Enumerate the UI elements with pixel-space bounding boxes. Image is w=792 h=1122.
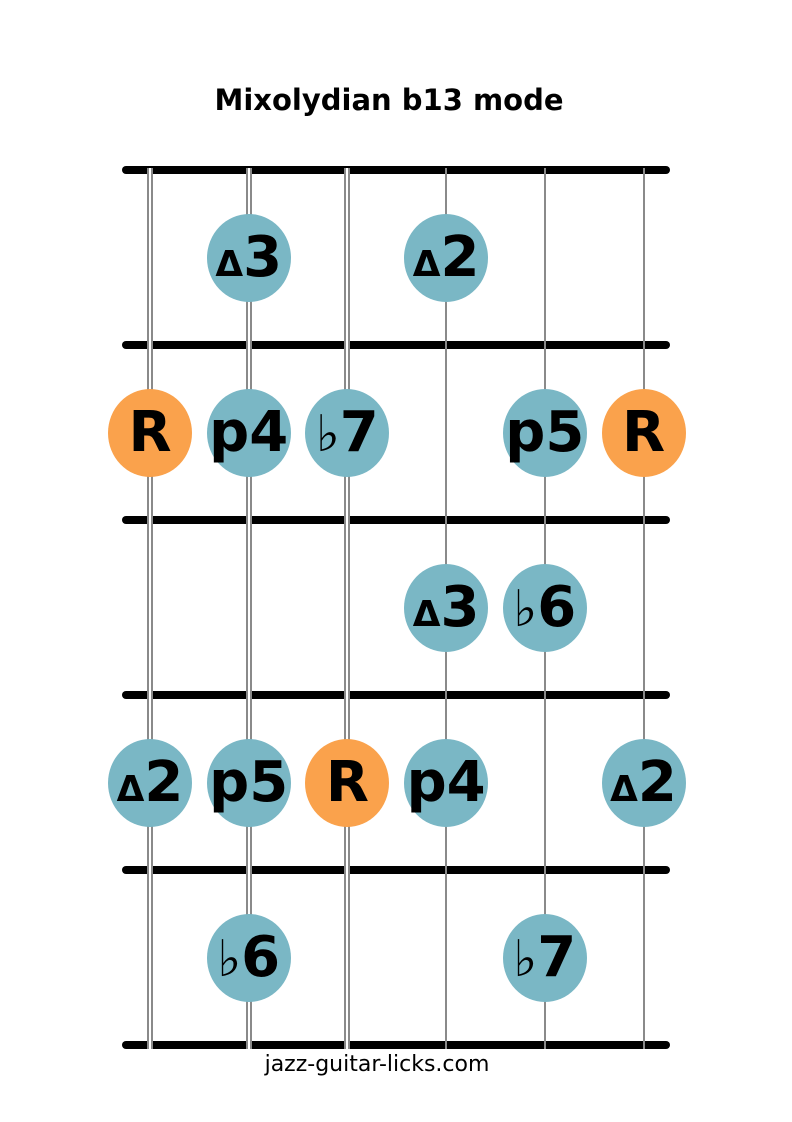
note-maj3-string2-fret1: Δ3 [206, 213, 291, 302]
note-degree: 3 [243, 224, 283, 290]
flat-accidental: ♭ [217, 928, 242, 988]
note-label: ♭7 [316, 403, 379, 463]
note-degree: p5 [209, 749, 289, 815]
note-label: R [622, 404, 665, 461]
fret-line-3 [122, 516, 670, 524]
note-degree: p4 [406, 749, 486, 815]
note-degree: R [325, 749, 369, 815]
note-label: ♭6 [217, 928, 280, 988]
note-degree: 2 [637, 749, 677, 815]
delta-accidental: Δ [610, 768, 638, 810]
delta-accidental: Δ [412, 243, 441, 285]
fret-line-4 [122, 691, 670, 699]
note-label: Δ2 [116, 754, 184, 811]
delta-accidental: Δ [412, 593, 441, 635]
note-maj2-string4-fret1: Δ2 [404, 213, 489, 302]
note-p5-string5-fret2: p5 [502, 388, 587, 477]
flat-accidental: ♭ [513, 578, 538, 638]
fret-line-2 [122, 341, 670, 349]
note-degree: p5 [505, 399, 585, 465]
note-R-string6-fret2: R [601, 388, 686, 477]
note-label: p5 [209, 754, 288, 811]
delta-accidental: Δ [116, 768, 145, 810]
note-degree: 7 [537, 924, 577, 990]
flat-accidental: ♭ [513, 928, 538, 988]
note-maj2-string6-fret4: Δ2 [601, 738, 686, 827]
note-label: Δ3 [412, 579, 480, 636]
note-degree: 7 [339, 399, 379, 465]
note-R-string3-fret4: R [305, 738, 390, 827]
note-degree: 2 [440, 224, 480, 290]
page-title: Mixolydian b13 mode [214, 83, 564, 118]
note-label: p5 [505, 404, 584, 461]
note-b6-string2-fret5: ♭6 [206, 913, 291, 1002]
note-degree: p4 [209, 399, 289, 465]
fret-line-1 [122, 166, 670, 174]
note-degree: R [128, 399, 172, 465]
note-label: ♭7 [513, 928, 576, 988]
note-label: R [326, 754, 369, 811]
note-degree: R [621, 399, 666, 465]
fret-line-6 [122, 1041, 670, 1049]
note-label: p4 [407, 754, 486, 811]
string-3 [344, 168, 351, 1049]
note-maj3-string4-fret3: Δ3 [404, 563, 489, 652]
note-p4-string2-fret2: p4 [206, 388, 291, 477]
string-2 [245, 168, 252, 1049]
note-degree: 6 [537, 574, 577, 640]
site-watermark: jazz-guitar-licks.com [264, 1052, 490, 1077]
flat-accidental: ♭ [316, 403, 340, 463]
note-degree: 6 [241, 924, 281, 990]
delta-accidental: Δ [215, 243, 244, 285]
note-label: p4 [209, 404, 288, 461]
note-b7-string3-fret2: ♭7 [305, 388, 390, 477]
note-label: Δ2 [610, 754, 677, 811]
note-p5-string2-fret4: p5 [206, 738, 291, 827]
string-1 [147, 168, 153, 1049]
note-degree: 3 [440, 574, 480, 640]
note-label: Δ3 [215, 229, 282, 286]
note-p4-string4-fret4: p4 [404, 738, 489, 827]
note-label: ♭6 [513, 578, 576, 638]
note-label: Δ2 [412, 229, 480, 286]
fret-line-5 [122, 866, 670, 874]
note-maj2-string1-fret4: Δ2 [108, 738, 192, 827]
note-b6-string5-fret3: ♭6 [502, 563, 587, 652]
note-R-string1-fret2: R [108, 388, 192, 477]
string-6 [642, 168, 645, 1049]
note-b7-string5-fret5: ♭7 [502, 913, 587, 1002]
note-degree: 2 [144, 749, 184, 815]
note-label: R [128, 404, 171, 461]
